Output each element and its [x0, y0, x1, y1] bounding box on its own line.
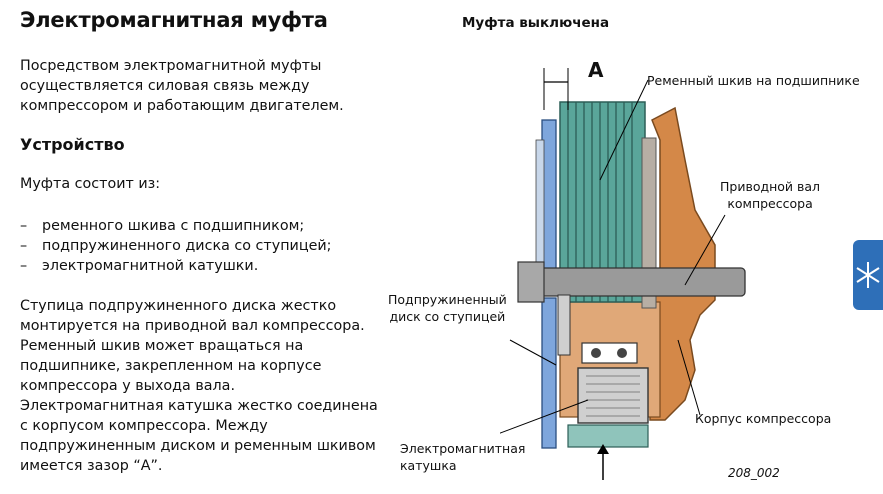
drive-shaft: [539, 267, 746, 297]
component-list: ременного шкива с подшипником; подпружин…: [20, 216, 331, 276]
page-title: Электромагнитная муфта: [20, 8, 328, 32]
pulley-lower: [567, 424, 649, 448]
list-item: подпружиненного диска со ступицей;: [20, 236, 331, 256]
label-housing: Корпус компрессора: [695, 411, 832, 426]
snowflake-icon: [856, 262, 880, 288]
gap-label: A: [588, 58, 604, 82]
shaft-nut: [517, 261, 545, 303]
housing-leader: [677, 339, 701, 416]
description-text: Ступица подпружиненного диска жестко мон…: [20, 298, 378, 474]
spring-disc-lower: [541, 297, 557, 449]
section-title: Устройство: [20, 135, 125, 154]
pulley-leader: [599, 79, 649, 181]
pulley-side-plate: [641, 137, 657, 309]
figure-number: 208_002: [728, 466, 780, 480]
side-tab[interactable]: [853, 240, 883, 310]
label-disc: Подпружиненный диск со ступицей: [388, 292, 507, 324]
electromagnetic-coil: [577, 367, 649, 424]
intro-text: Посредством электромагнитной муфты осуще…: [20, 58, 344, 114]
bearing: [581, 342, 638, 364]
list-item: электромагнитной катушки.: [20, 256, 331, 276]
list-item: ременного шкива с подшипником;: [20, 216, 331, 236]
clutch-diagram: [500, 68, 746, 480]
shaft-leader: [684, 214, 726, 286]
disc-leader: [509, 339, 557, 366]
coil-leader: [500, 399, 589, 434]
figure-title: Муфта выключена: [462, 15, 610, 31]
label-coil: Электромагнитная катушка: [400, 441, 526, 473]
label-shaft: Приводной вал компрессора: [720, 179, 821, 211]
disc-hub: [557, 294, 571, 356]
label-pulley: Ременный шкив на подшипнике: [647, 73, 860, 88]
consists-text: Муфта состоит из:: [20, 176, 161, 192]
